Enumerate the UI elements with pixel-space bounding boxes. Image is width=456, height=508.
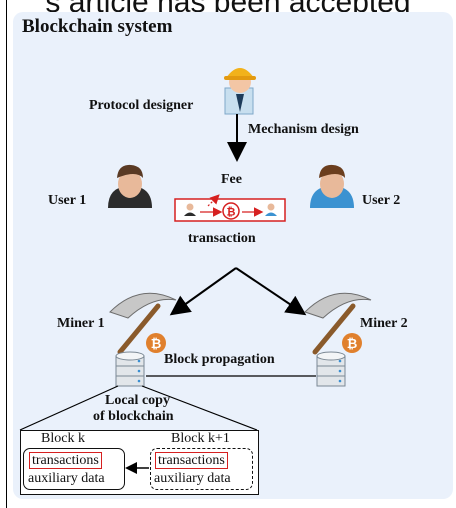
engineer-icon bbox=[224, 68, 256, 115]
bitcoin-icon: ₿ bbox=[222, 202, 240, 220]
database-icon bbox=[115, 351, 145, 387]
block-k: transactions auxiliary data bbox=[23, 448, 125, 490]
arrow-to-miner1 bbox=[169, 267, 237, 316]
user-blue-icon bbox=[310, 164, 354, 208]
block-propagation-label: Block propagation bbox=[164, 352, 275, 367]
panel-title: Blockchain system bbox=[22, 16, 173, 37]
block-k1-transactions: transactions bbox=[155, 452, 228, 469]
fee-label: Fee bbox=[221, 172, 242, 187]
user2-label: User 2 bbox=[362, 193, 401, 208]
chain-arrow bbox=[125, 462, 149, 474]
user1-label: User 1 bbox=[48, 193, 87, 208]
block-k-label: Block k bbox=[41, 431, 85, 446]
user-icon bbox=[108, 164, 152, 208]
block-k1: transactions auxiliary data bbox=[150, 448, 253, 490]
svg-text:₿: ₿ bbox=[227, 207, 236, 219]
block-k1-label: Block k+1 bbox=[171, 431, 230, 446]
protocol-designer-label: Protocol designer bbox=[89, 98, 194, 113]
left-rule bbox=[6, 0, 7, 508]
miner2-label: Miner 2 bbox=[360, 316, 408, 331]
block-k-transactions: transactions bbox=[29, 452, 102, 469]
svg-text:₿: ₿ bbox=[151, 336, 162, 351]
transaction-label: transaction bbox=[188, 231, 256, 246]
blockchain-inset: Block k Block k+1 transactions auxiliary… bbox=[20, 430, 259, 495]
pickaxe-icon: ₿ bbox=[304, 292, 372, 355]
database-icon bbox=[316, 351, 346, 387]
mechanism-design-label: Mechanism design bbox=[248, 122, 359, 137]
svg-text:₿: ₿ bbox=[347, 336, 358, 351]
block-k-auxiliary: auxiliary data bbox=[28, 471, 105, 486]
zoom-line-right bbox=[141, 385, 258, 431]
block-k1-auxiliary: auxiliary data bbox=[154, 471, 231, 486]
zoom-line-left bbox=[19, 385, 119, 431]
local-copy-label: Local copy bbox=[105, 393, 170, 408]
arrow-to-miner2 bbox=[235, 267, 307, 316]
miner1-label: Miner 1 bbox=[57, 316, 105, 331]
pickaxe-icon: ₿ bbox=[109, 292, 177, 355]
local-copy-label-2: of blockchain bbox=[93, 409, 174, 424]
